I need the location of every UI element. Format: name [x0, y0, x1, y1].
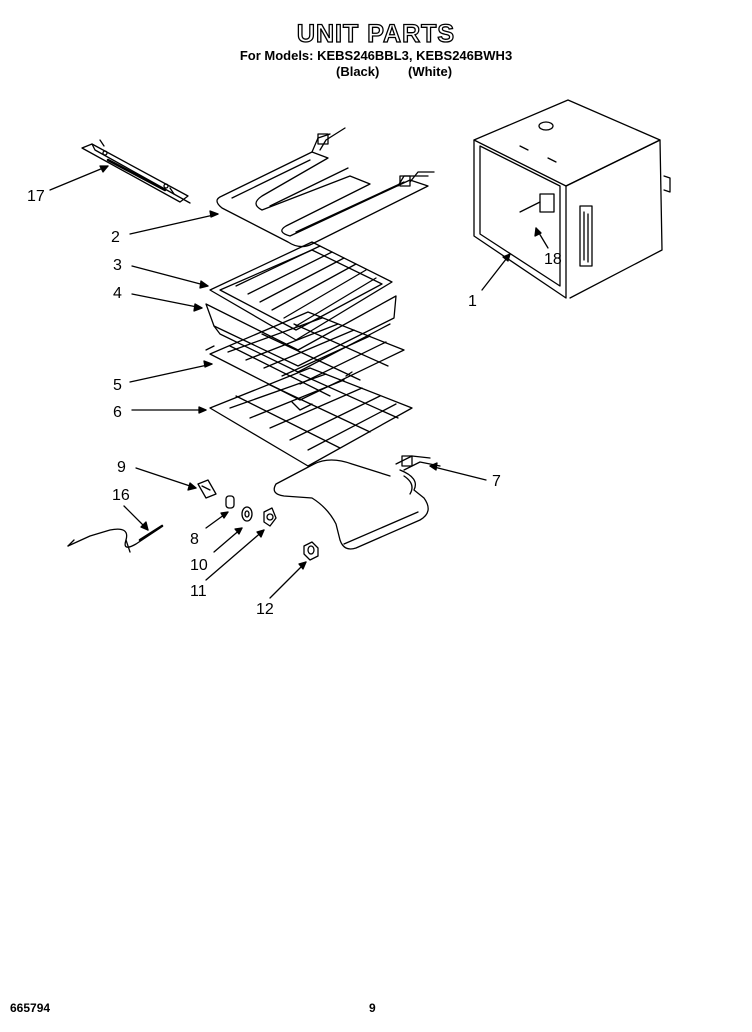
part-1-oven-liner: [473, 99, 671, 299]
part-12-nut: [303, 541, 319, 561]
callout-18: 18: [544, 251, 562, 268]
callout-leaders: [49, 165, 549, 599]
callout-7: 7: [492, 473, 501, 490]
part-3-broil-grid: [209, 241, 393, 341]
callout-11: 11: [190, 583, 207, 600]
part-6-oven-rack: [209, 367, 413, 467]
callout-5: 5: [113, 377, 122, 394]
page-title: UNIT PARTS: [296, 19, 456, 48]
callout-2: 2: [111, 229, 120, 246]
part-17-bracket: [81, 139, 191, 204]
part-10-washer: [241, 506, 253, 522]
color-white-label: (White): [408, 64, 453, 79]
part-9-clip: [197, 479, 217, 499]
part-16-temperature-sensor: [67, 524, 164, 553]
part-2-broil-element: [216, 127, 435, 248]
document-number: 665794: [10, 1001, 51, 1015]
callout-9: 9: [117, 459, 126, 476]
page-number: 9: [369, 1001, 376, 1015]
callout-4: 4: [113, 285, 122, 302]
part-7-bake-element: [273, 455, 441, 550]
callout-10: 10: [190, 557, 208, 574]
part-11-socket: [263, 507, 277, 527]
callout-12: 12: [256, 601, 274, 618]
callout-1: 1: [468, 293, 477, 310]
callout-8: 8: [190, 531, 199, 548]
callout-6: 6: [113, 404, 122, 421]
callout-16: 16: [112, 487, 130, 504]
part-8-insulator: [225, 495, 235, 509]
color-black-label: (Black): [336, 64, 380, 79]
callout-17: 17: [27, 188, 45, 205]
model-numbers: For Models: KEBS246BBL3, KEBS246BWH3: [239, 48, 513, 63]
callout-3: 3: [113, 257, 122, 274]
